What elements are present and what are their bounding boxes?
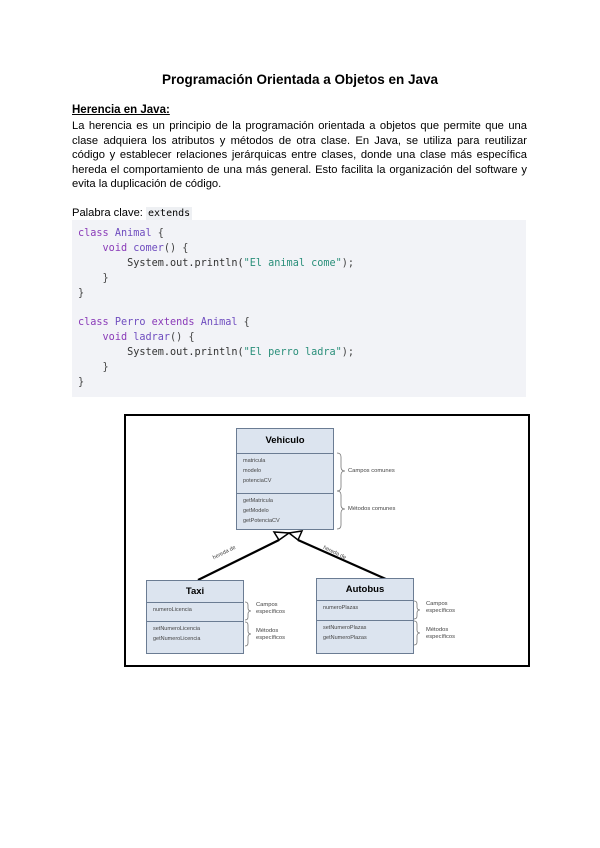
uml-class-name: Autobus	[317, 579, 413, 601]
uml-class-name: Vehiculo	[237, 429, 333, 454]
uml-attribute: matricula	[243, 458, 266, 464]
uml-class-vehiculo: Vehiculo matricula modelo potenciaCV get…	[236, 428, 334, 530]
code-kw-extends: extends	[151, 317, 195, 329]
uml-attributes: matricula modelo potenciaCV	[237, 454, 333, 494]
section-heading: Herencia en Java:	[72, 104, 170, 116]
note-vehiculo-fields: Campos comunes	[348, 468, 395, 474]
uml-attribute: numeroLicencia	[153, 607, 192, 613]
uml-method: getNumeroPlazas	[323, 635, 367, 641]
uml-method: setNumeroPlazas	[323, 625, 367, 631]
note-taxi-methods: Métodos específicos	[256, 628, 285, 641]
uml-method: setNumeroLicencia	[153, 626, 201, 632]
page-title: Programación Orientada a Objetos en Java	[161, 72, 439, 87]
uml-diagram: Vehiculo matricula modelo potenciaCV get…	[124, 414, 530, 667]
uml-method: getMatricula	[243, 498, 273, 504]
uml-attributes: numeroLicencia	[147, 603, 243, 622]
uml-method: getNumeroLicencia	[153, 636, 201, 642]
code-block: class Animal { void comer() { System.out…	[72, 220, 526, 397]
inheritance-arrows	[197, 452, 421, 647]
code-kw-void: void	[102, 332, 128, 344]
intro-paragraph: La herencia es un principio de la progra…	[72, 120, 527, 191]
uml-attribute: potenciaCV	[243, 478, 272, 484]
code-class-animal: Animal	[114, 228, 152, 239]
code-method-comer: comer	[133, 242, 164, 254]
uml-methods: getMatricula getModelo getPotenciaCV	[237, 494, 333, 528]
code-kw-class: class	[78, 228, 109, 239]
code-class-perro: Perro	[114, 317, 146, 329]
uml-methods: setNumeroLicencia getNumeroLicencia	[147, 622, 243, 646]
uml-class-autobus: Autobus numeroPlazas setNumeroPlazas get…	[316, 578, 414, 654]
code-kw-class: class	[78, 317, 109, 329]
uml-class-name: Taxi	[147, 581, 243, 603]
keyword-label: Palabra clave:	[72, 207, 143, 219]
note-autobus-methods: Métodos específicos	[426, 627, 455, 640]
code-string-animal: "El animal come"	[243, 257, 342, 269]
uml-attribute: modelo	[243, 468, 262, 474]
uml-methods: setNumeroPlazas getNumeroPlazas	[317, 621, 413, 645]
uml-attributes: numeroPlazas	[317, 601, 413, 621]
code-kw-void: void	[102, 242, 128, 254]
code-string-perro: "El perro ladra"	[243, 347, 342, 359]
uml-method: getPotenciaCV	[243, 518, 280, 524]
uml-method: getModelo	[243, 508, 269, 514]
note-taxi-fields: Campos específicos	[256, 602, 285, 615]
code-println: System.out.println(	[127, 347, 244, 359]
keyword-line: Palabra clave: extends	[72, 207, 193, 220]
keyword-value: extends	[146, 207, 193, 220]
uml-attribute: numeroPlazas	[323, 605, 359, 611]
note-vehiculo-methods: Métodos comunes	[348, 506, 396, 512]
code-println: System.out.println(	[127, 257, 244, 269]
code-class-animal: Animal	[200, 317, 238, 329]
uml-class-taxi: Taxi numeroLicencia setNumeroLicencia ge…	[146, 580, 244, 654]
note-autobus-fields: Campos específicos	[426, 601, 455, 614]
code-method-ladrar: ladrar	[133, 332, 171, 344]
